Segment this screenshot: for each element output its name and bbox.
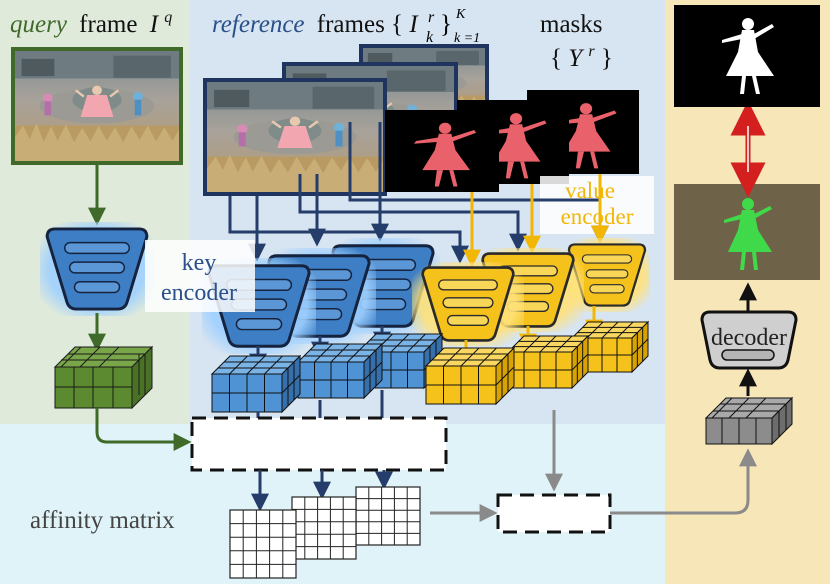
decoder-input-cube bbox=[704, 396, 794, 446]
affinity-matrix-label: affinity matrix bbox=[30, 507, 175, 534]
key-encoder-label-box bbox=[145, 240, 255, 312]
key-feature-cubes bbox=[210, 332, 444, 414]
masks-set: { Y r } bbox=[550, 35, 613, 72]
query-frame-image bbox=[11, 47, 183, 165]
query-key-cube bbox=[53, 345, 154, 410]
query-key-encoder bbox=[40, 222, 154, 316]
reference-sup-r: r bbox=[428, 9, 435, 26]
value-encoder-3 bbox=[564, 238, 650, 312]
readout-box bbox=[496, 493, 612, 534]
key-cube-2 bbox=[296, 342, 384, 400]
ground-truth-mask bbox=[674, 5, 820, 107]
reference-to-key-arrows bbox=[228, 122, 609, 264]
value-feature-cubes bbox=[424, 320, 650, 406]
affinity-grid-3 bbox=[355, 486, 421, 546]
affinity-grid-2 bbox=[291, 496, 357, 560]
masks-title: masks bbox=[540, 11, 603, 38]
reference-frame-1 bbox=[203, 78, 387, 196]
value-encoder-1 bbox=[412, 262, 524, 346]
value-cube-1 bbox=[424, 346, 516, 406]
reference-brace-close: } bbox=[440, 11, 452, 38]
predicted-overlay bbox=[674, 184, 820, 280]
readout-to-decoder-arrow bbox=[610, 448, 757, 515]
value-encoder-label-line2: encoder bbox=[561, 204, 634, 229]
memory-to-affinity-arrows bbox=[251, 470, 393, 512]
query-to-affinity-arrow bbox=[95, 408, 192, 451]
decoder-block bbox=[700, 310, 798, 370]
mask-to-value-arrows bbox=[463, 174, 609, 268]
affinity-grid-1 bbox=[229, 509, 297, 579]
query-frame-title: query frame I q bbox=[10, 9, 172, 38]
value-cube-2 bbox=[506, 334, 590, 390]
mask-1 bbox=[385, 110, 499, 192]
key-encoder-label-line1: key bbox=[182, 250, 217, 276]
reference-sub-k: k bbox=[426, 29, 434, 46]
decoder-label: decoder bbox=[711, 325, 787, 351]
reference-frames-title: reference frames { I bbox=[212, 11, 419, 38]
reference-range-sup: K bbox=[455, 7, 466, 22]
key-encoder-label-line2: encoder bbox=[161, 280, 237, 306]
value-encoder-label-box bbox=[540, 176, 654, 234]
key-cube-1 bbox=[210, 354, 302, 414]
affinity-matrices bbox=[229, 486, 421, 579]
memory-concat-box bbox=[190, 416, 448, 472]
value-cube-3 bbox=[570, 320, 650, 374]
reference-range-sub: k =1 bbox=[454, 31, 480, 46]
